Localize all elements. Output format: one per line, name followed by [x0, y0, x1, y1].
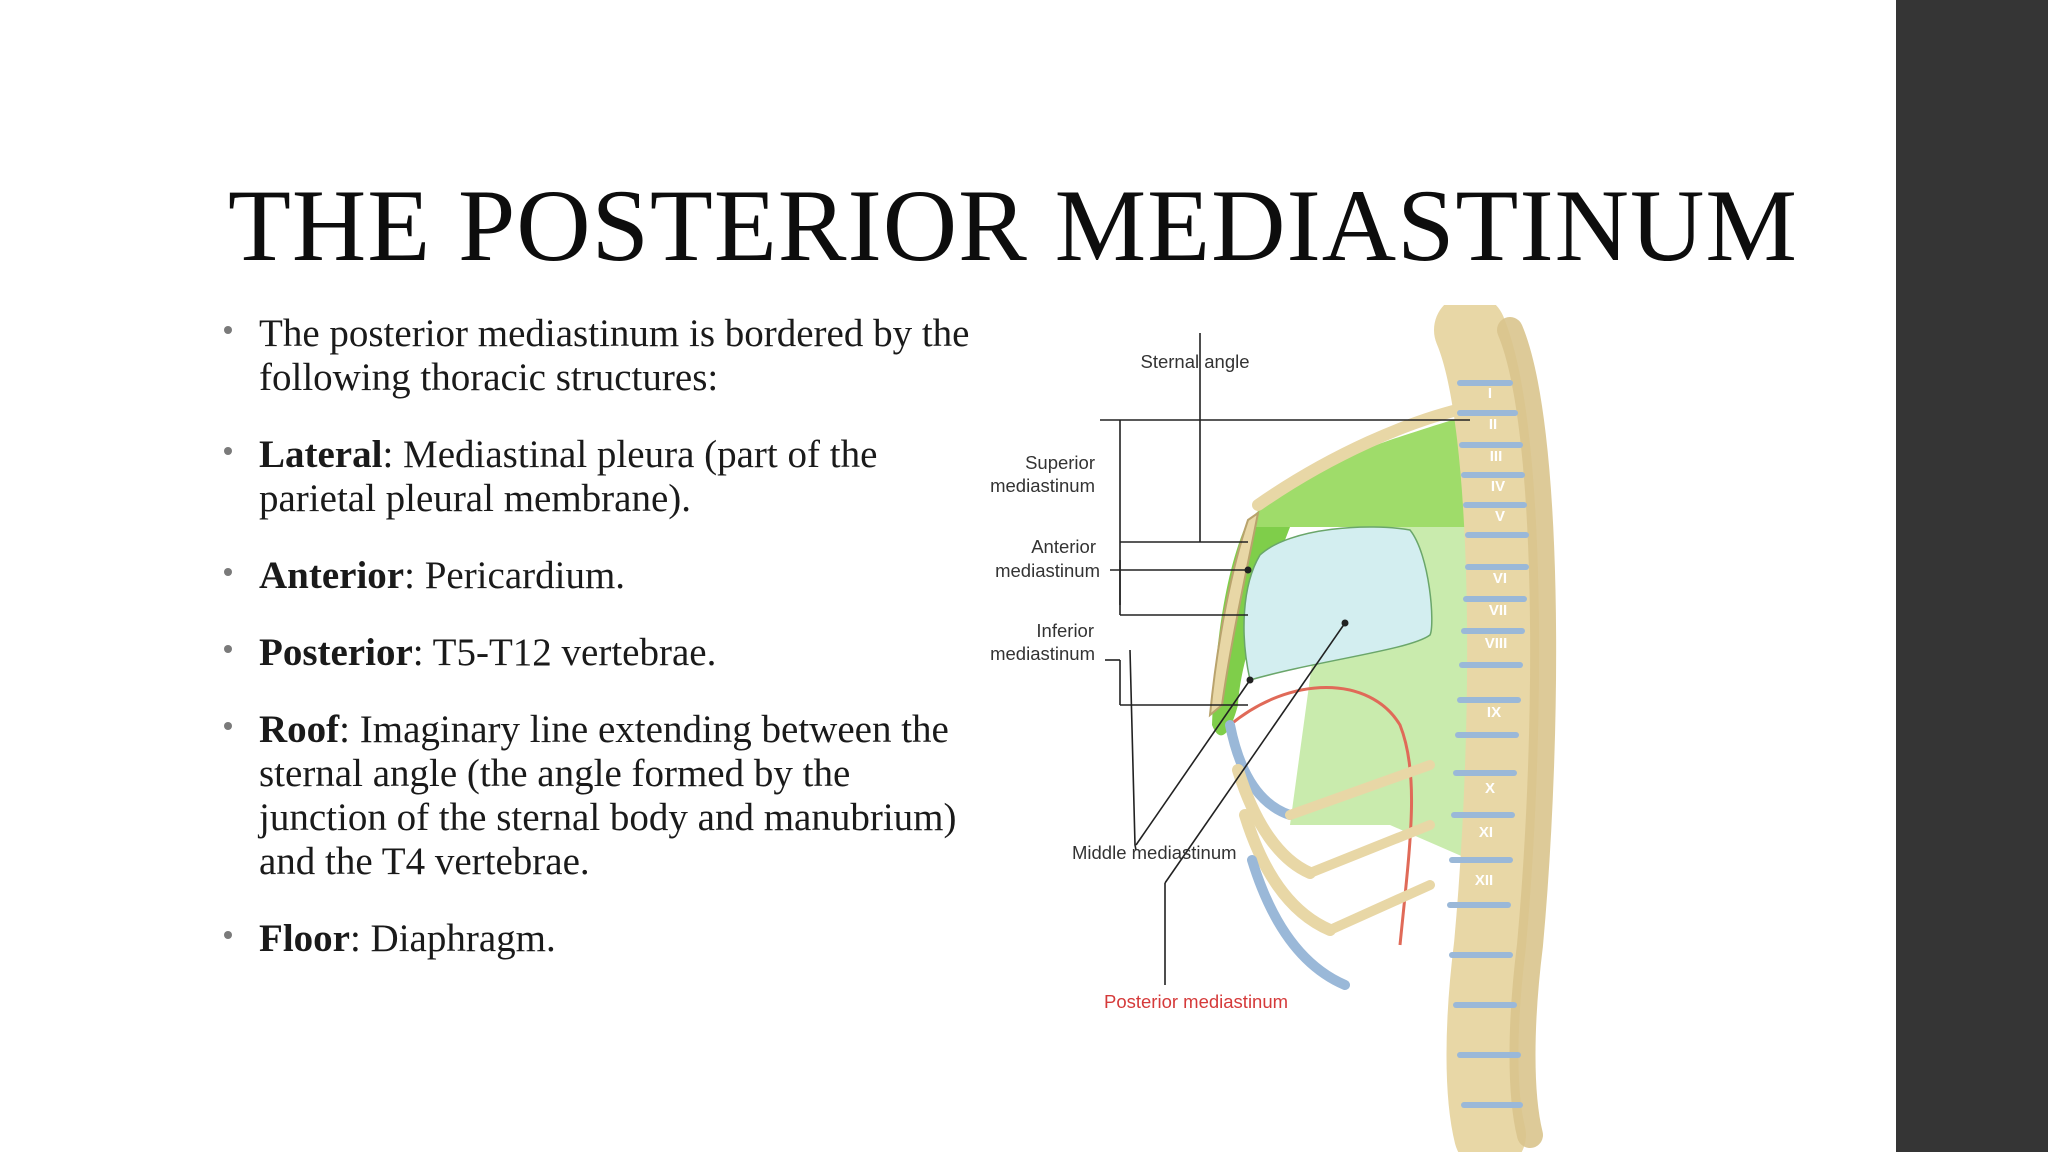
bullet-dot	[224, 722, 232, 730]
bullet-dot	[224, 326, 232, 334]
bullet-text: The posterior mediastinum is bordered by…	[259, 312, 970, 399]
slide: THE POSTERIOR MEDIASTINUM The posterior …	[222, 169, 1798, 1152]
ribs	[1225, 720, 1435, 990]
mediastinum-diagram: I II III IV V VI VII VIII IX X XI XII	[990, 305, 1620, 1152]
vertebra-label: XI	[1479, 824, 1493, 841]
bullet-dot	[224, 645, 232, 653]
bullet-term: Anterior	[259, 554, 405, 597]
sternum	[1208, 510, 1260, 718]
bullet-term: Floor	[259, 917, 350, 960]
bullet-roof: Roof: Imaginary line extending between t…	[222, 708, 982, 884]
label-middle: Middle mediastinum	[1072, 842, 1237, 863]
bullet-text: : Imaginary line extending between the s…	[259, 708, 957, 883]
mediastinum-illustration: I II III IV V VI VII VIII IX X XI XII	[990, 305, 1557, 1152]
vertebra-discs	[1447, 380, 1529, 1108]
vertebral-column	[1434, 305, 1557, 1152]
bullet-text: : Diaphragm.	[349, 917, 556, 960]
label-anterior-line1: Anterior	[1031, 536, 1096, 557]
bullet-term: Lateral	[259, 433, 383, 476]
vertebra-label: VII	[1489, 602, 1507, 619]
middle-region	[1243, 526, 1433, 681]
vertebra-label: XII	[1475, 872, 1493, 889]
vertebra-label: VIII	[1485, 635, 1508, 652]
label-posterior: Posterior mediastinum	[1104, 991, 1288, 1012]
label-inferior-line1: Inferior	[1036, 620, 1094, 641]
bullet-term: Posterior	[259, 631, 413, 674]
vertebra-label: IX	[1487, 704, 1501, 721]
bullet-dot	[224, 447, 232, 455]
bullet-text: : Mediastinal pleura (part of the pariet…	[259, 433, 878, 520]
bullet-text: : Pericardium.	[404, 554, 626, 597]
pointer-dot	[1341, 619, 1349, 627]
vertebra-label: X	[1485, 780, 1495, 797]
vertebra-label: I	[1488, 385, 1492, 402]
bullet-list: The posterior mediastinum is bordered by…	[222, 312, 982, 994]
vertebra-label: III	[1490, 448, 1503, 465]
bullet-posterior: Posterior: T5-T12 vertebrae.	[222, 631, 982, 675]
bullet-intro: The posterior mediastinum is bordered by…	[222, 312, 982, 400]
bullet-lateral: Lateral: Mediastinal pleura (part of the…	[222, 433, 982, 521]
leader-lines	[1100, 333, 1470, 985]
bullet-dot	[224, 568, 232, 576]
pointer-dot	[1244, 566, 1252, 574]
pointer-dot	[1246, 676, 1254, 684]
label-sternal-angle: Sternal angle	[1140, 351, 1249, 372]
label-superior-line2: mediastinum	[990, 475, 1095, 496]
vertebra-label: V	[1495, 508, 1505, 525]
bullet-floor: Floor: Diaphragm.	[222, 917, 982, 961]
bullet-term: Roof	[259, 708, 340, 751]
vertebra-label: II	[1489, 416, 1497, 433]
bullet-dot	[224, 931, 232, 939]
label-anterior-line2: mediastinum	[995, 560, 1100, 581]
label-inferior-line2: mediastinum	[990, 643, 1095, 664]
bullet-text: : T5-T12 vertebrae.	[412, 631, 717, 674]
first-rib	[1252, 401, 1476, 511]
label-superior-line1: Superior	[1025, 452, 1095, 473]
diaphragm-outline	[1229, 686, 1414, 946]
superior-region	[1245, 413, 1490, 527]
vertebra-label: IV	[1491, 478, 1505, 495]
vertebra-label: VI	[1493, 570, 1507, 587]
bullet-anterior: Anterior: Pericardium.	[222, 554, 982, 598]
right-side-bar	[1896, 0, 2048, 1152]
slide-title: THE POSTERIOR MEDIASTINUM	[228, 169, 1798, 283]
